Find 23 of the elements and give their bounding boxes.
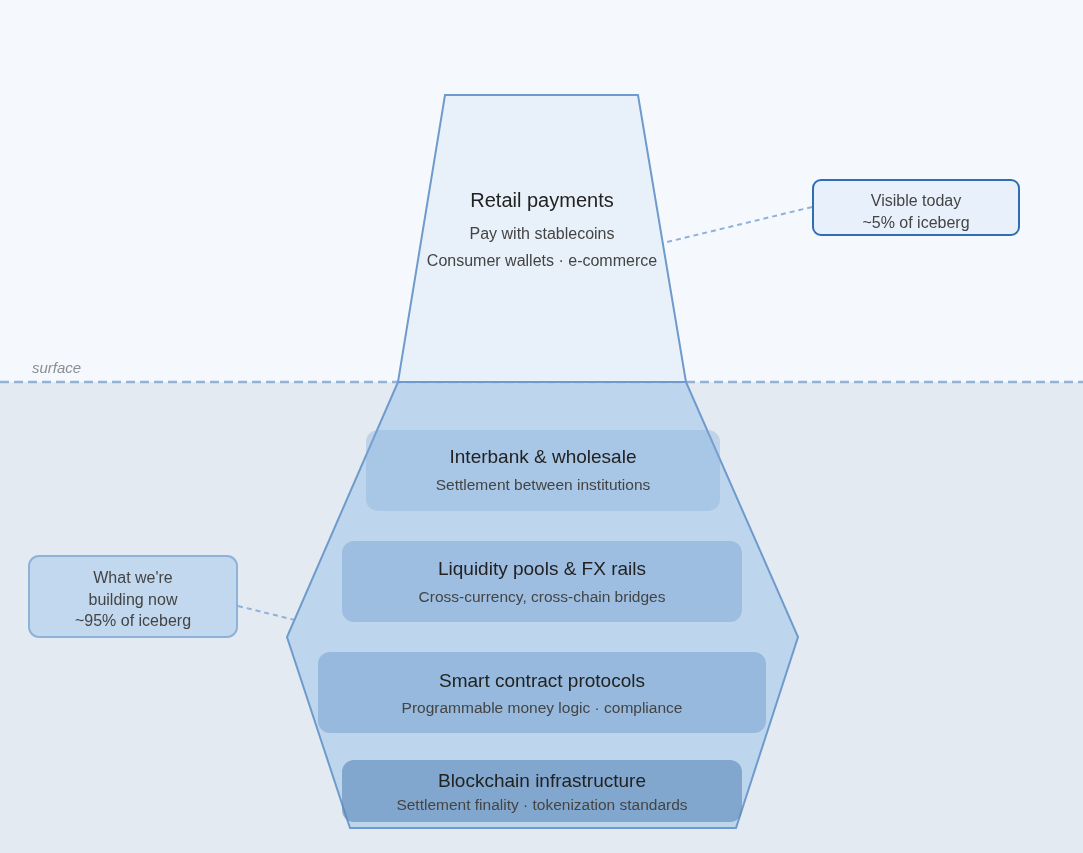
layer-box	[366, 430, 720, 511]
layer-box	[342, 760, 742, 822]
callout-text: Visible today	[869, 191, 963, 211]
layer-title: Blockchain infrastructure	[436, 769, 647, 793]
layer-subtitle: Programmable money logic · compliance	[400, 698, 684, 718]
callout-box	[812, 179, 1020, 236]
surface-label: surface	[32, 359, 82, 376]
callout-text: ~5% of iceberg	[861, 213, 971, 233]
callout-text: What we're building now	[87, 568, 179, 610]
layer-box	[318, 652, 766, 733]
callout-text: ~95% of iceberg	[73, 611, 193, 631]
tier-description: Pay with stablecoins	[468, 224, 616, 244]
layer-box	[342, 541, 742, 622]
layer-subtitle: Settlement between institutions	[434, 475, 652, 495]
layer-subtitle: Cross-currency, cross-chain bridges	[417, 587, 667, 607]
leader-line	[237, 605, 296, 621]
callout-box	[28, 555, 238, 638]
tier-description: Consumer wallets · e-commerce	[425, 251, 659, 271]
tier-title: Retail payments	[469, 188, 615, 213]
layer-title: Liquidity pools & FX rails	[436, 557, 647, 581]
layer-title: Smart contract protocols	[438, 669, 646, 693]
layer-subtitle: Settlement finality · tokenization standards	[395, 795, 689, 815]
layer-title: Interbank & wholesale	[448, 445, 638, 469]
